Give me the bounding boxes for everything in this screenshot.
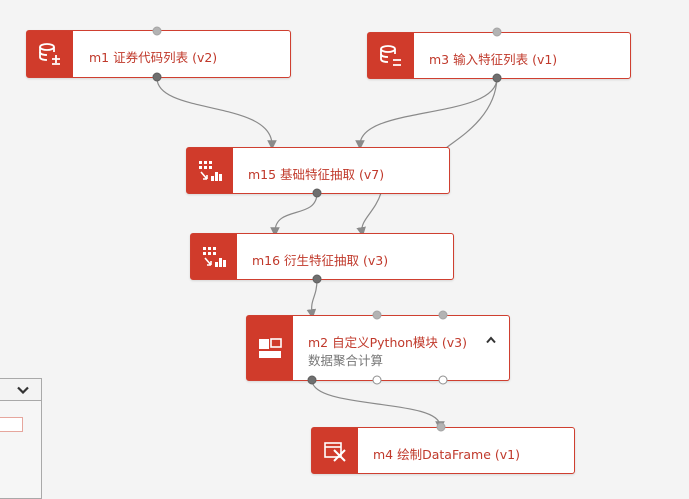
input-port[interactable] [492,27,502,37]
node-m1[interactable]: m1 证券代码列表 (v2) [26,30,291,78]
node-m3[interactable]: m3 输入特征列表 (v1) [367,32,631,79]
module-blocks-icon [247,316,293,380]
edge-m16-m2[interactable] [306,278,318,319]
node-title: m1 证券代码列表 (v2) [89,50,218,65]
database-remove-icon [368,33,414,78]
node-m15[interactable]: m15 基础特征抽取 (v7) [186,147,450,194]
node-m2[interactable]: m2 自定义Python模块 (v3) 数据聚合计算 [246,315,510,381]
edge-m2-m4[interactable] [311,379,445,431]
collapse-button[interactable] [483,332,499,348]
output-port[interactable] [307,375,317,385]
input-port[interactable] [436,422,446,432]
node-title: m2 自定义Python模块 (v3) [308,335,468,350]
node-subtitle: 数据聚合计算 [308,353,384,368]
table-tools-icon [312,428,358,473]
edge-m15-m16-b[interactable] [356,192,382,237]
node-title: m4 绘制DataFrame (v1) [373,447,520,462]
node-m4[interactable]: m4 绘制DataFrame (v1) [311,427,575,474]
output-port[interactable] [312,274,322,284]
grid-chart-icon [191,234,237,279]
grid-chart-icon [187,148,233,193]
input-port[interactable] [152,26,162,36]
output-port[interactable] [438,375,448,385]
input-port[interactable] [438,310,448,320]
side-panel-input[interactable] [0,417,23,432]
side-panel [0,378,42,499]
input-port[interactable] [372,310,382,320]
chevron-up-icon [486,336,496,344]
edge-m3-m15-b[interactable] [443,77,498,153]
edge-m15-m16-a[interactable] [270,192,318,237]
node-title: m16 衍生特征抽取 (v3) [252,253,389,268]
node-title: m15 基础特征抽取 (v7) [248,167,385,182]
output-port[interactable] [312,188,322,198]
chevron-down-icon[interactable] [17,386,29,394]
output-port[interactable] [372,375,382,385]
node-title: m3 输入特征列表 (v1) [429,52,558,67]
output-port[interactable] [492,73,502,83]
side-panel-header[interactable] [0,379,41,401]
output-port[interactable] [152,72,162,82]
edge-m1-m15[interactable] [156,77,277,150]
edge-m3-m15-a[interactable] [355,77,498,150]
node-m16[interactable]: m16 衍生特征抽取 (v3) [190,233,454,280]
database-add-icon [27,31,73,77]
